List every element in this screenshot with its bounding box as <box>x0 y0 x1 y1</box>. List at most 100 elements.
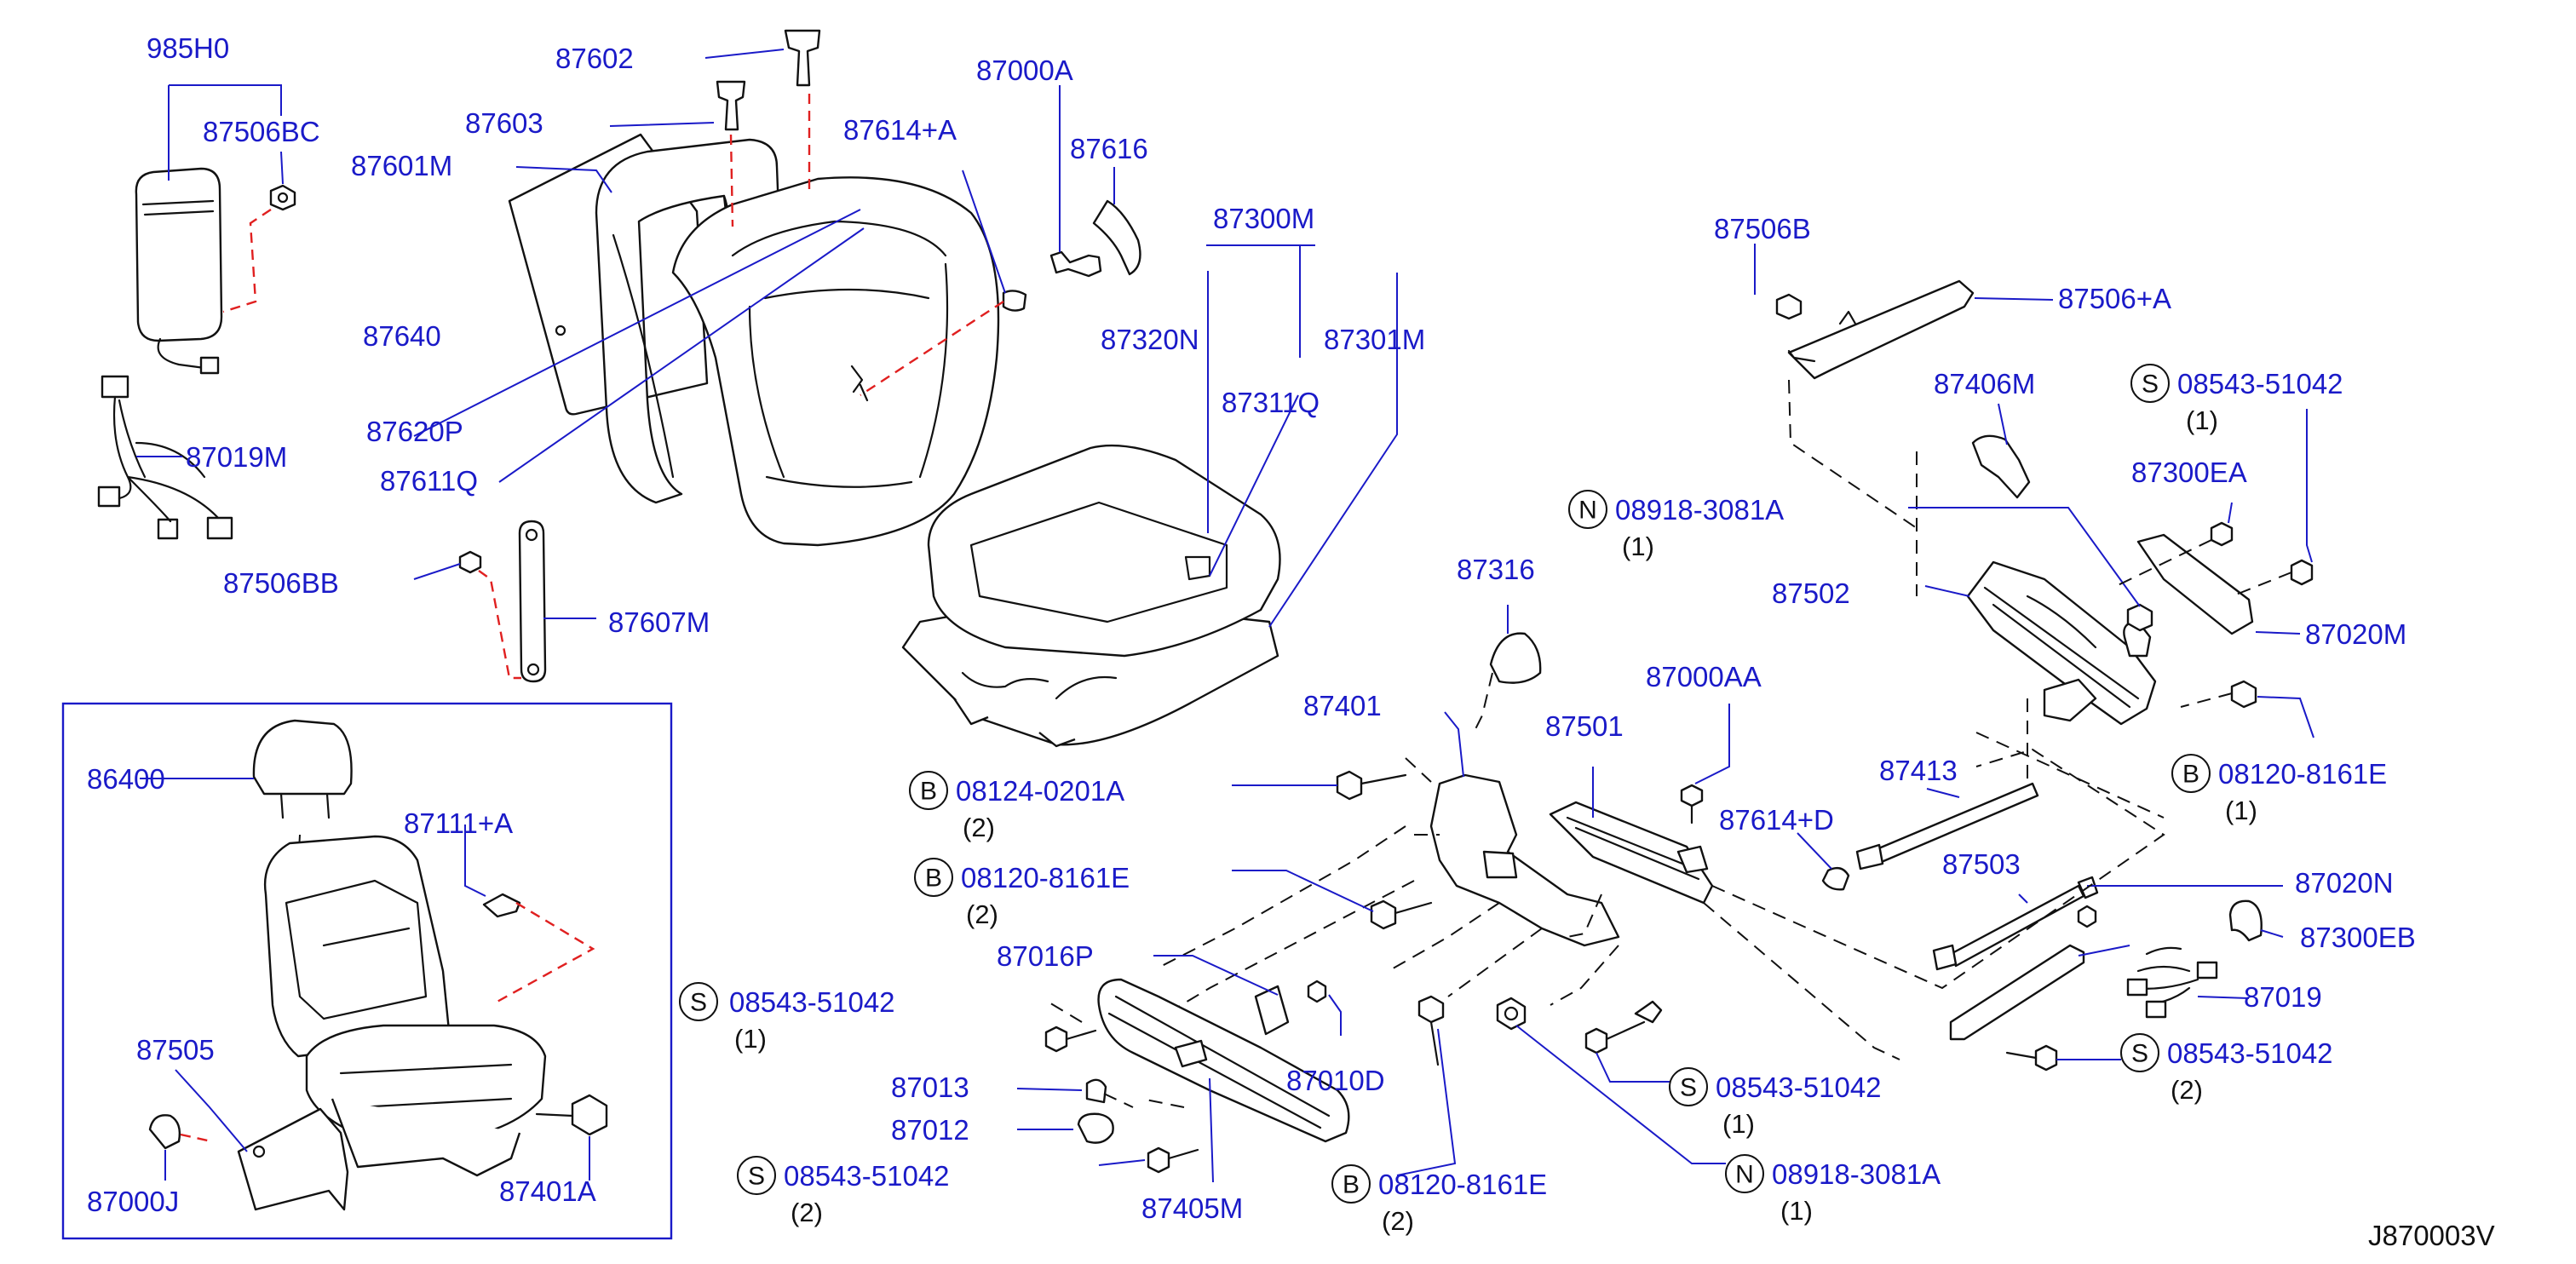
label-87311Q[interactable]: 87311Q <box>1222 387 1320 418</box>
label-87012[interactable]: 87012 <box>891 1114 969 1146</box>
headrest-86400[interactable] <box>252 719 353 796</box>
label-87614D[interactable]: 87614+D <box>1719 804 1834 836</box>
label-87300EB[interactable]: 87300EB <box>2300 922 2416 953</box>
label-87016P[interactable]: 87016P <box>997 940 1094 972</box>
nut-87506B[interactable] <box>1775 293 1803 320</box>
label-87502[interactable]: 87502 <box>1772 577 1850 609</box>
clip-87000J[interactable] <box>148 1114 181 1150</box>
bolt-s-5[interactable] <box>1147 1146 1170 1174</box>
label-87000AA[interactable]: 87000AA <box>1646 661 1762 692</box>
seat-back-bracket[interactable] <box>518 520 547 683</box>
fastener-callout-9[interactable]: B 08120-8161E (2) <box>1331 1164 1547 1236</box>
fastener-callout-3[interactable]: B 08124-0201A (2) <box>909 771 1124 842</box>
bracket-87020N-part[interactable] <box>1949 944 2085 1041</box>
label-87300EA[interactable]: 87300EA <box>2131 457 2247 488</box>
label-87506BB[interactable]: 87506BB <box>223 567 339 599</box>
label-87501[interactable]: 87501 <box>1545 710 1624 742</box>
label-87019M[interactable]: 87019M <box>186 441 287 473</box>
bracket-87406M-part[interactable] <box>1971 434 2031 499</box>
knob-87012[interactable] <box>1077 1112 1114 1144</box>
svg-text:(1): (1) <box>734 1024 767 1054</box>
cover-87020M[interactable] <box>2136 533 2254 635</box>
fastener-callout-11[interactable]: S 08543-51042 (2) <box>737 1156 950 1227</box>
label-87640[interactable]: 87640 <box>363 320 441 352</box>
bolt-s-3[interactable] <box>1584 1027 1608 1054</box>
label-87611Q[interactable]: 87611Q <box>380 465 478 497</box>
label-87413[interactable]: 87413 <box>1879 755 1958 786</box>
label-87019[interactable]: 87019 <box>2244 981 2322 1013</box>
clip-87000A[interactable] <box>1049 250 1102 278</box>
fastener-callouts: S 08543-51042 (1) N 08918-3081A (1) B 08… <box>679 364 2387 1236</box>
label-87607M[interactable]: 87607M <box>608 606 710 638</box>
label-87316[interactable]: 87316 <box>1457 554 1535 585</box>
label-87401[interactable]: 87401 <box>1303 690 1382 721</box>
bolt-s-4[interactable] <box>1044 1026 1068 1053</box>
label-985H0[interactable]: 985H0 <box>147 32 229 64</box>
cap-87013[interactable] <box>1085 1078 1107 1104</box>
label-87602[interactable]: 87602 <box>555 43 634 74</box>
cover-87505[interactable] <box>237 1107 349 1211</box>
fastener-callout-7[interactable]: S 08543-51042 (1) <box>1669 1067 1882 1139</box>
bracket-87401-part[interactable] <box>1429 773 1620 947</box>
bolt-87000AA-part[interactable] <box>1680 784 1704 807</box>
fastener-callout-1[interactable]: S 08543-51042 (1) <box>2130 364 2343 435</box>
label-87405M[interactable]: 87405M <box>1141 1192 1243 1224</box>
bolt-b-right[interactable] <box>2230 680 2257 709</box>
guide-87602[interactable] <box>784 29 821 87</box>
fastener-callout-4[interactable]: B 08120-8161E (2) <box>914 858 1130 929</box>
label-87620P[interactable]: 87620P <box>366 416 463 447</box>
svg-text:08543-51042: 08543-51042 <box>2177 368 2343 399</box>
seatback-pad-87620P[interactable] <box>671 176 1000 547</box>
label-87503[interactable]: 87503 <box>1942 848 2021 880</box>
nut-n-1[interactable] <box>2126 603 2153 632</box>
bolt-87010D[interactable] <box>1307 980 1327 1003</box>
label-87603[interactable]: 87603 <box>465 107 543 139</box>
bracket-87010D[interactable] <box>1254 985 1290 1036</box>
nut-08918-b[interactable] <box>1496 997 1527 1031</box>
label-87601M[interactable]: 87601M <box>351 150 452 181</box>
label-87614A[interactable]: 87614+A <box>843 114 957 146</box>
lever-87405M[interactable] <box>1097 978 1350 1143</box>
bolt-87401A[interactable] <box>571 1094 608 1136</box>
fastener-callout-2[interactable]: N 08918-3081A (1) <box>1568 490 1784 561</box>
bolt-s-1[interactable] <box>2290 559 2314 586</box>
nut-87506BC[interactable] <box>269 184 296 211</box>
label-87020N[interactable]: 87020N <box>2295 867 2394 899</box>
cover-87316-part[interactable] <box>1489 632 1542 684</box>
label-87401A[interactable]: 87401A <box>499 1175 596 1207</box>
nut-87506BB[interactable] <box>458 550 482 574</box>
cover-87506A[interactable] <box>1787 279 1975 380</box>
label-87300M[interactable]: 87300M <box>1213 203 1314 234</box>
bolt-s-2[interactable] <box>2034 1044 2058 1072</box>
fastener-callout-6[interactable]: S 08543-51042 (1) <box>679 982 895 1054</box>
fastener-callout-10[interactable]: N 08918-3081A (1) <box>1725 1154 1941 1226</box>
label-87000A[interactable]: 87000A <box>976 55 1073 86</box>
label-87301M[interactable]: 87301M <box>1324 324 1425 355</box>
label-87506A[interactable]: 87506+A <box>2058 283 2171 314</box>
bolt-08120-a[interactable] <box>1370 899 1397 930</box>
bolt-08124[interactable] <box>1336 770 1363 801</box>
label-87505[interactable]: 87505 <box>136 1034 215 1066</box>
grommet-87300EB[interactable] <box>2228 899 2263 942</box>
label-87506BC[interactable]: 87506BC <box>203 116 320 147</box>
fastener-callout-5[interactable]: B 08120-8161E (1) <box>2171 754 2387 825</box>
cover-87111A[interactable] <box>482 893 521 918</box>
label-87616[interactable]: 87616 <box>1070 133 1148 164</box>
nut-87300EA[interactable] <box>2210 521 2234 547</box>
label-87506B[interactable]: 87506B <box>1714 213 1811 244</box>
clip-87616[interactable] <box>1092 199 1141 276</box>
grommet-87614A[interactable] <box>1002 290 1027 312</box>
label-87010D[interactable]: 87010D <box>1286 1065 1385 1096</box>
label-86400[interactable]: 86400 <box>87 763 165 795</box>
label-87013[interactable]: 87013 <box>891 1072 969 1103</box>
side-airbag-module[interactable] <box>135 167 223 342</box>
label-87000J[interactable]: 87000J <box>87 1186 179 1217</box>
label-87406M[interactable]: 87406M <box>1934 368 2035 399</box>
label-87320N[interactable]: 87320N <box>1101 324 1199 355</box>
label-87020M[interactable]: 87020M <box>2305 618 2406 650</box>
grommet-87614D-part[interactable] <box>1821 866 1850 891</box>
fastener-callout-8[interactable]: S 08543-51042 (2) <box>2120 1033 2333 1105</box>
bolt-08120-b[interactable] <box>1417 995 1445 1024</box>
guide-87603[interactable] <box>716 80 746 131</box>
label-87111A[interactable]: 87111+A <box>404 807 513 839</box>
